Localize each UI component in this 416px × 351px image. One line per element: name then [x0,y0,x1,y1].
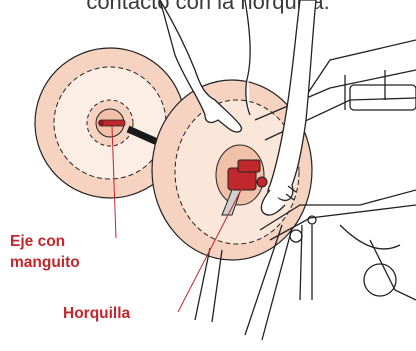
axle-label-line1: Eje con [10,231,130,252]
axle-label: Eje con manguito [10,231,130,273]
fork-label: Horquilla [63,303,130,324]
axle-with-sleeve [98,120,125,126]
axle-label-line2: manguito [10,252,130,273]
